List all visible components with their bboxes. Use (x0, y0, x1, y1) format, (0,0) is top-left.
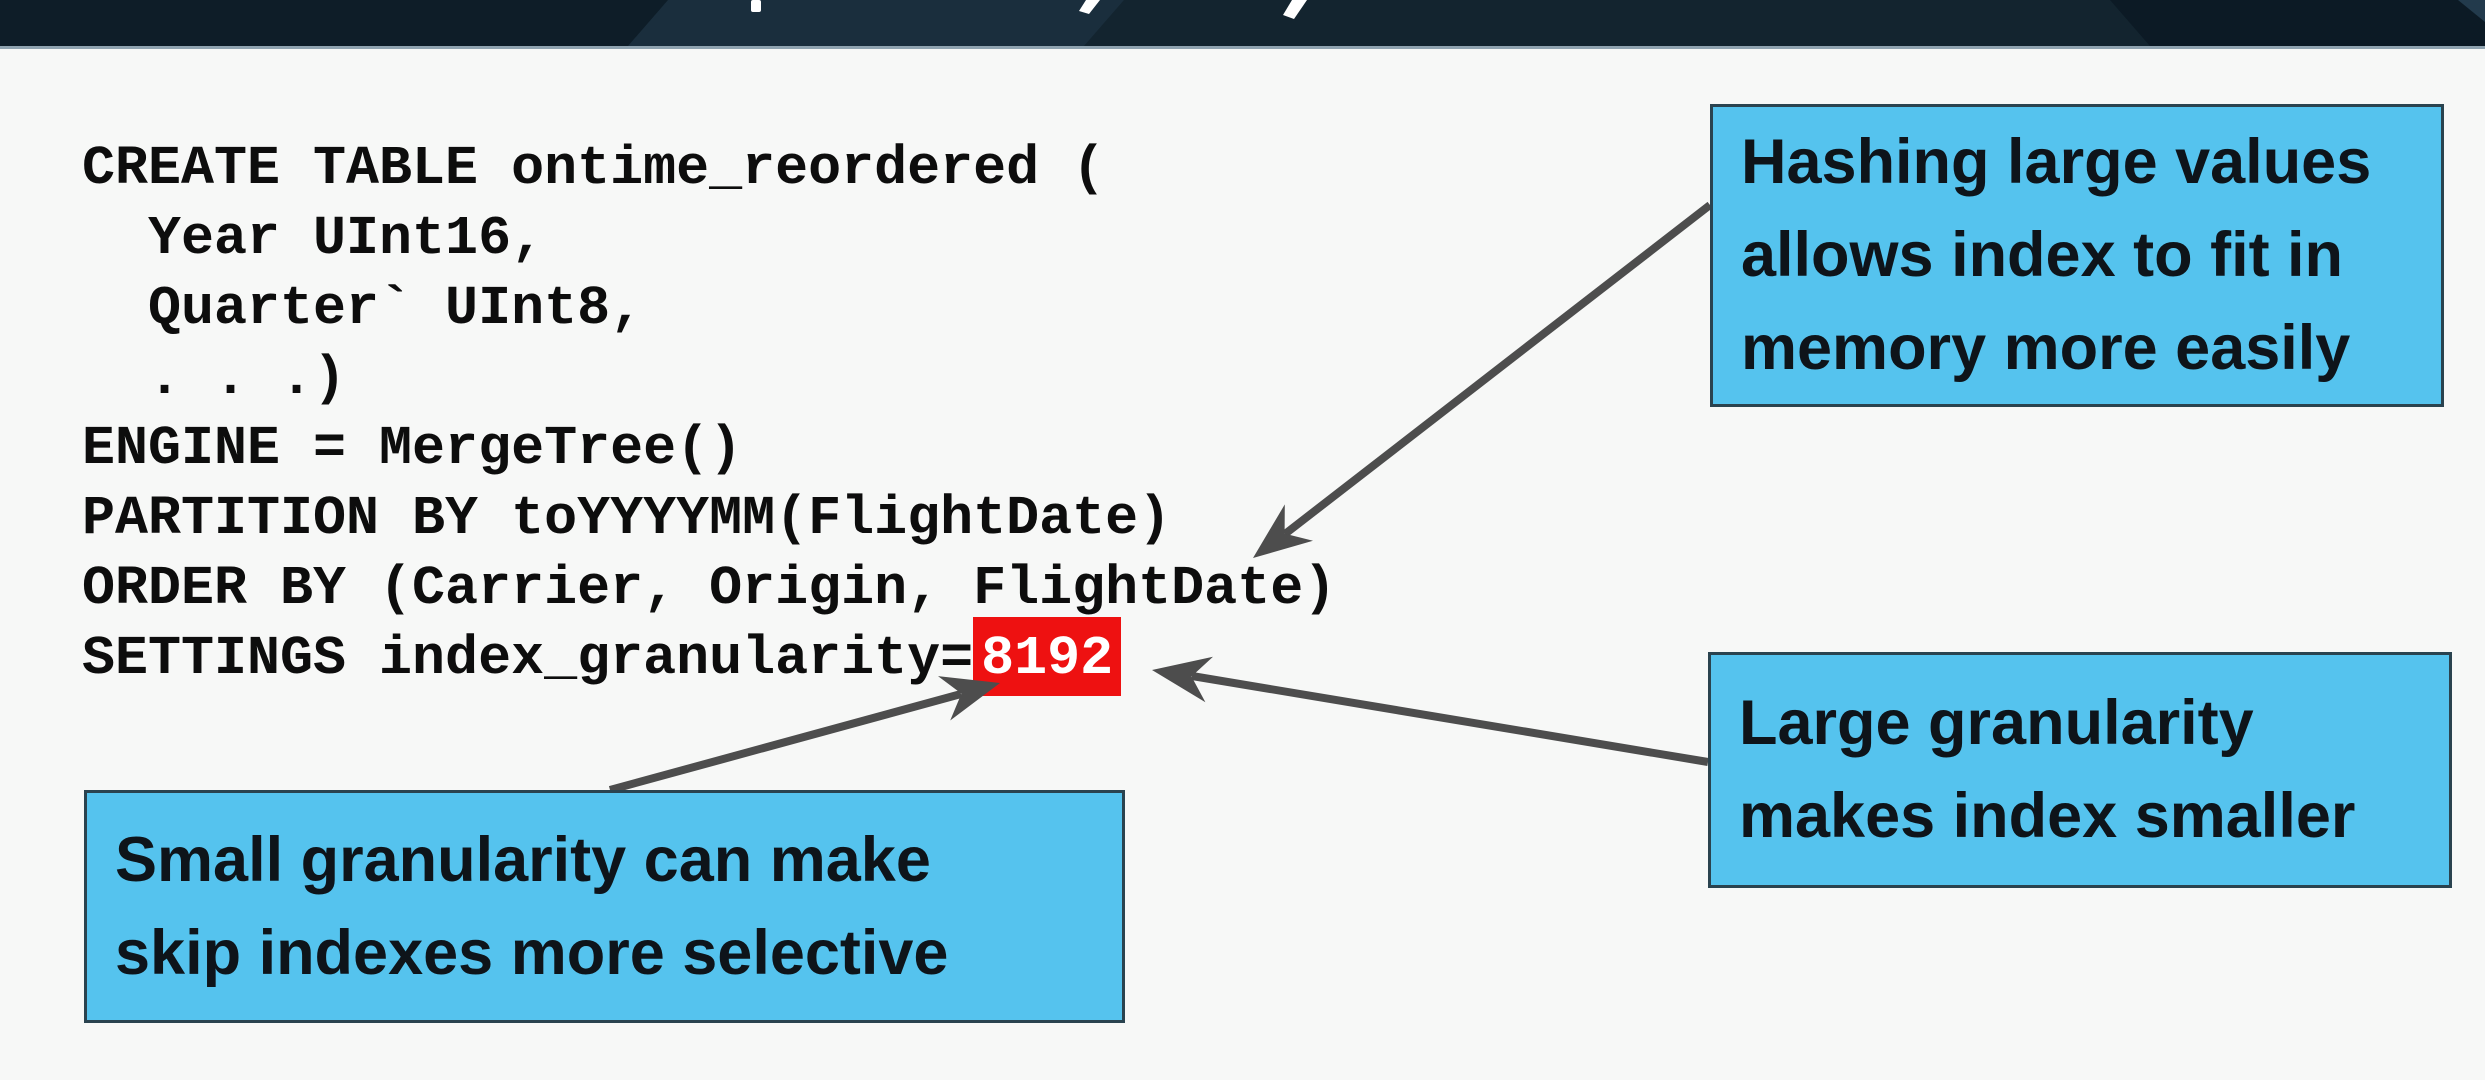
sql-code-last-line: SETTINGS index_granularity=8192 (82, 617, 1336, 696)
arrow-shaft (608, 690, 963, 794)
header-shading (0, 0, 2485, 46)
header-shade-corner (2458, 0, 2485, 22)
arrow-shaft (1282, 201, 1713, 538)
text-line: PARTITION BY toYYYYMM(FlightDate) (82, 487, 1172, 550)
header-shade-right (2110, 0, 2485, 46)
text-line: ORDER BY (Carrier, Origin, FlightDate) (82, 557, 1337, 620)
sql-code-lines: CREATE TABLE ontime_reordered ( Year UIn… (82, 134, 1336, 624)
callout-small-granularity: Small granularity can make skip indexes m… (84, 790, 1125, 1023)
text-line: allows index to fit in (1741, 220, 2344, 290)
text-line: . . .) (82, 347, 347, 410)
text-line: Hashing large values (1741, 127, 2372, 197)
text-line: ENGINE = MergeTree() (82, 417, 743, 480)
text-line: Quarter` UInt8, (82, 277, 644, 340)
text-line: CREATE TABLE ontime_reordered ( (82, 137, 1106, 200)
header-shade-mid (628, 0, 1124, 46)
header-shade-left (0, 0, 668, 46)
text-line: Small granularity can make (115, 824, 931, 895)
title-letter-fragment-icon (1079, 0, 1100, 14)
callout-hashing-large-values: Hashing large values allows index to fit … (1710, 104, 2444, 407)
text-line: Year UInt16, (82, 207, 545, 270)
text-line: memory more easily (1741, 313, 2351, 383)
title-letter-fragment-icon (751, 0, 761, 12)
callout-large-granularity: Large granularity makes index smaller (1708, 652, 2452, 888)
title-letter-fragment-icon (1283, 0, 1307, 19)
sql-code: CREATE TABLE ontime_reordered ( Year UIn… (82, 134, 1336, 696)
highlighted-granularity-value: 8192 (973, 617, 1122, 696)
text-line: makes index smaller (1739, 781, 2356, 851)
title-bar (0, 0, 2485, 49)
settings-prefix: SETTINGS index_granularity= (82, 627, 974, 690)
text-line: skip indexes more selective (115, 917, 949, 988)
text-line: Large granularity (1739, 688, 2254, 758)
